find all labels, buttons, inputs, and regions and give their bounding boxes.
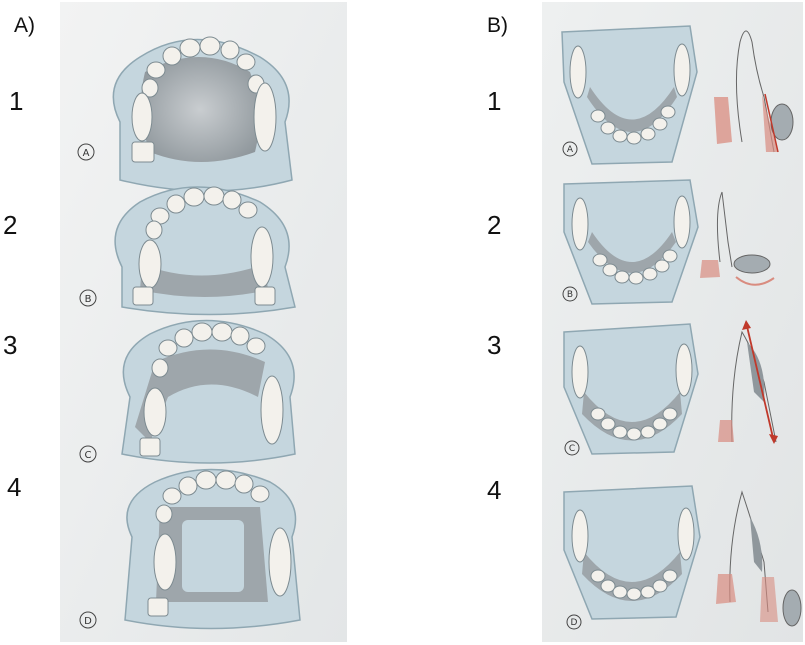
panel-a-row-3-number: 3 bbox=[3, 330, 17, 361]
panel-a-row-1-number: 1 bbox=[9, 86, 23, 117]
mandible-b-badge: B bbox=[567, 290, 573, 300]
mandible-c-badge: C bbox=[569, 444, 575, 454]
cast-a-badge: A bbox=[83, 148, 90, 159]
panel-b-row-1-number: 1 bbox=[487, 86, 501, 117]
mandible-d-badge: D bbox=[571, 618, 578, 628]
cast-c-badge: C bbox=[85, 450, 92, 461]
panel-b-row-2-number: 2 bbox=[487, 210, 501, 241]
panel-b-row-4-number: 4 bbox=[487, 475, 501, 506]
panel-a-row-2-number: 2 bbox=[3, 210, 17, 241]
panel-b-row-3-number: 3 bbox=[487, 330, 501, 361]
panel-a-maxillary-connectors-illustration: A B C bbox=[60, 2, 347, 642]
panel-b-label: B) bbox=[487, 14, 508, 38]
panel-a-label: A) bbox=[14, 14, 35, 38]
cast-b-badge: B bbox=[85, 294, 92, 305]
cast-d-badge: D bbox=[84, 616, 92, 627]
panel-b-mandibular-connectors-illustration: A B bbox=[542, 2, 803, 642]
mandible-a-badge: A bbox=[567, 145, 574, 155]
panel-a-row-4-number: 4 bbox=[7, 472, 21, 503]
